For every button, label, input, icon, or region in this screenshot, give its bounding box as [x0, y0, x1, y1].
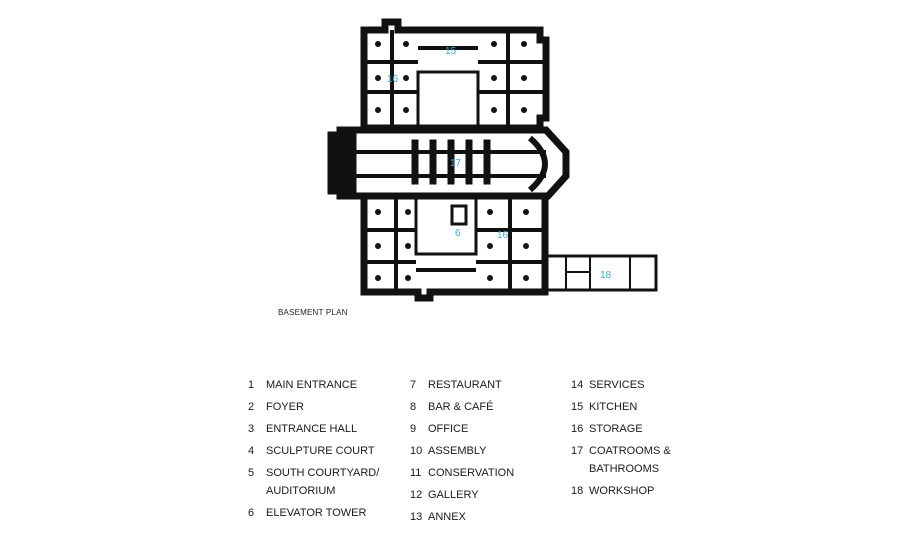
east-apse [527, 135, 548, 193]
legend-label: OFFICE [428, 423, 469, 435]
west-stair-block [327, 131, 357, 195]
legend-item: 18 WORKSHOP [571, 480, 689, 502]
legend-column-3: 14 SERVICES 15 KITCHEN 16 STORAGE 17 COATROO… [571, 374, 689, 502]
legend-number: 1 [248, 379, 255, 391]
legend-label: KITCHEN [589, 401, 638, 413]
legend-label: COATROOMS & BATHROOMS [589, 445, 671, 475]
legend-number: 6 [248, 507, 255, 519]
legend-column-2: 7 RESTAURANT 8 BAR & CAFÉ 9 OFFICE 10 ASSEMB… [410, 374, 514, 528]
basement-floor-plan: 15 16 17 6 16 18 [327, 18, 658, 302]
legend-label: RESTAURANT [428, 379, 502, 391]
legend-number: 13 [410, 511, 423, 523]
room-label: 15 [445, 46, 457, 57]
room-label: 16 [387, 74, 399, 85]
legend-number: 14 [571, 379, 584, 391]
legend-label: FOYER [266, 401, 304, 413]
legend-number: 10 [410, 445, 423, 457]
legend-item: 3 ENTRANCE HALL [248, 418, 386, 440]
legend-number: 4 [248, 445, 255, 457]
legend-label: SOUTH COURTYARD/ AUDITORIUM [266, 467, 380, 497]
room-label: 17 [450, 158, 462, 169]
legend-label: SERVICES [589, 379, 645, 391]
legend-item: 14 SERVICES [571, 374, 689, 396]
legend-number: 16 [571, 423, 584, 435]
center-wing-walls [336, 126, 570, 200]
legend-item: 8 BAR & CAFÉ [410, 396, 514, 418]
legend-number: 15 [571, 401, 584, 413]
room-label: 18 [600, 270, 612, 281]
legend-label: ELEVATOR TOWER [266, 507, 367, 519]
legend-number: 9 [410, 423, 417, 435]
legend-item: 9 OFFICE [410, 418, 514, 440]
legend-item: 10 ASSEMBLY [410, 440, 514, 462]
legend-item: 6 ELEVATOR TOWER [248, 502, 386, 524]
plan-walls [327, 18, 658, 302]
legend-number: 5 [248, 467, 255, 479]
annex-walls [543, 254, 658, 292]
legend-number: 2 [248, 401, 255, 413]
room-label: 16 [497, 230, 509, 241]
legend-number: 17 [571, 445, 584, 457]
room-label: 6 [455, 228, 461, 239]
legend-number: 8 [410, 401, 417, 413]
legend-item: 4 SCULPTURE COURT [248, 440, 386, 462]
plan-caption: BASEMENT PLAN [278, 308, 348, 317]
legend-label: BAR & CAFÉ [428, 401, 494, 413]
legend-label: STORAGE [589, 423, 643, 435]
legend-item: 11 CONSERVATION [410, 462, 514, 484]
legend-label: CONSERVATION [428, 467, 515, 479]
legend-item: 7 RESTAURANT [410, 374, 514, 396]
plan-columns [375, 41, 529, 281]
legend-label: ENTRANCE HALL [266, 423, 358, 435]
legend-label: ANNEX [428, 511, 466, 523]
elevator-tower-block [450, 204, 468, 226]
legend-column-1: 1 MAIN ENTRANCE 2 FOYER 3 ENTRANCE HALL 4 SC… [248, 374, 386, 524]
legend-label: MAIN ENTRANCE [266, 379, 358, 391]
legend-item: 12 GALLERY [410, 484, 514, 506]
legend-label: WORKSHOP [589, 485, 655, 497]
legend-item: 1 MAIN ENTRANCE [248, 374, 386, 396]
legend-number: 7 [410, 379, 417, 391]
legend-number: 18 [571, 485, 584, 497]
north-courtyard [416, 70, 480, 130]
south-wing-walls [360, 192, 549, 302]
legend-item: 13 ANNEX [410, 506, 514, 528]
legend-item: 16 STORAGE [571, 418, 689, 440]
legend-item: 2 FOYER [248, 396, 386, 418]
legend-item: 5 SOUTH COURTYARD/ AUDITORIUM [248, 464, 386, 500]
legend-number: 11 [410, 467, 422, 479]
legend-number: 12 [410, 489, 423, 501]
south-courtyard [414, 196, 478, 256]
legend-label: GALLERY [428, 489, 479, 501]
legend-label: ASSEMBLY [428, 445, 487, 457]
legend-item: 15 KITCHEN [571, 396, 689, 418]
legend-label: SCULPTURE COURT [266, 445, 375, 457]
legend-number: 3 [248, 423, 255, 435]
legend-item: 17 COATROOMS & BATHROOMS [571, 442, 689, 478]
